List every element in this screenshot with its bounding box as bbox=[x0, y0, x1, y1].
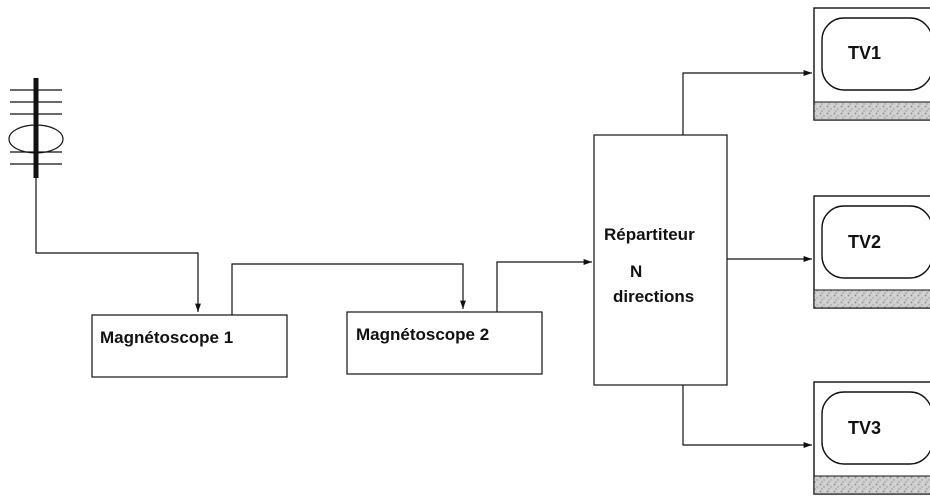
splitter-label-line1: Répartiteur bbox=[604, 225, 695, 244]
tv1-icon bbox=[813, 7, 930, 121]
tv3-label: TV3 bbox=[848, 418, 882, 438]
tv1-label: TV1 bbox=[848, 43, 882, 63]
tv2-icon bbox=[813, 195, 930, 309]
connector-antenna-vcr1 bbox=[35, 178, 201, 312]
splitter-label-line3: directions bbox=[613, 287, 695, 306]
splitter-box bbox=[593, 134, 728, 386]
tv3-icon bbox=[813, 381, 930, 495]
vcr1-label: Magnétoscope 1 bbox=[100, 328, 234, 347]
antenna-icon bbox=[8, 78, 64, 178]
connector-vcr2-splitter bbox=[496, 259, 592, 312]
tv2-label: TV2 bbox=[848, 232, 882, 252]
connector-splitter-tv1 bbox=[682, 70, 812, 135]
vcr1-box bbox=[91, 314, 288, 378]
splitter-label-line2: N bbox=[630, 262, 643, 281]
vcr2-label: Magnétoscope 2 bbox=[356, 325, 490, 344]
connector-vcr1-vcr2 bbox=[231, 263, 466, 315]
vcr2-box bbox=[346, 311, 543, 375]
connector-splitter-tv3 bbox=[682, 385, 812, 448]
